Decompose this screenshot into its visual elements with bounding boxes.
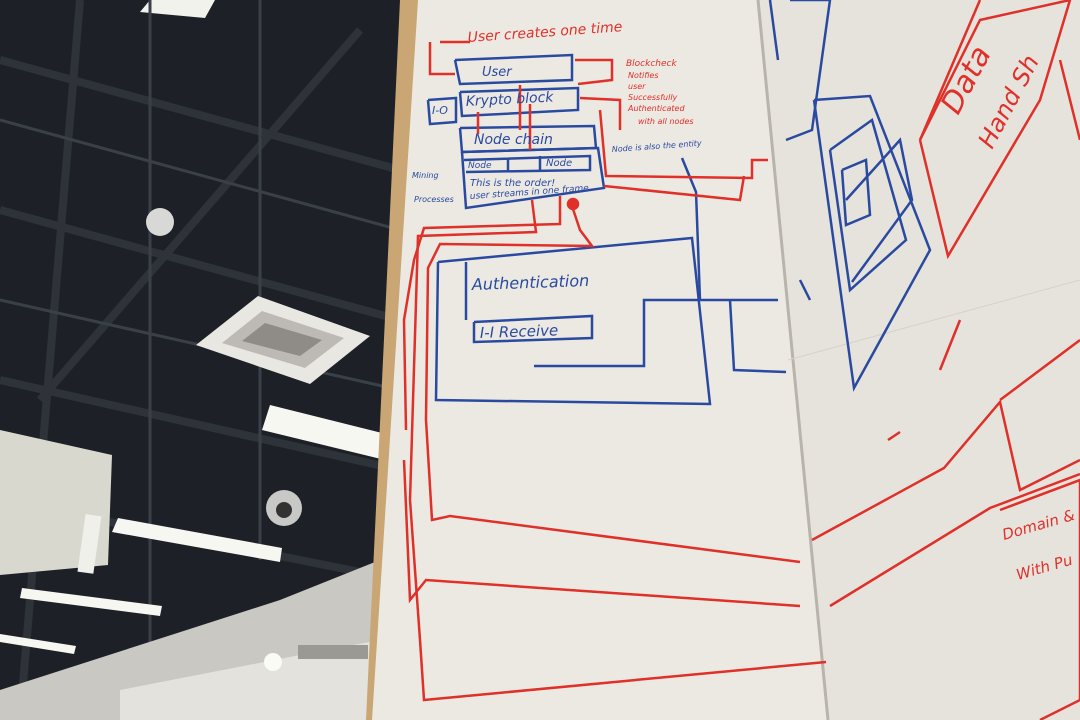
light-fixture-4 (0, 634, 76, 654)
air-vent (196, 296, 370, 384)
blockchain-note-3: user (628, 82, 646, 91)
krypto-box-label: Krypto block (465, 89, 554, 110)
node-b-label: Node (546, 158, 572, 169)
left-note-2: Processes (414, 195, 454, 204)
blockchain-note-5: Authenticated (627, 104, 685, 113)
ceiling-beams (0, 0, 402, 720)
blockchain-note-1: Blockcheck (626, 59, 677, 69)
blue-diagram (426, 0, 932, 406)
ceiling-light-top (140, 0, 215, 18)
blockchain-note-6: with all nodes (638, 117, 694, 126)
left-note-1: Mining (412, 171, 439, 180)
receive-label: I-I Receive (480, 321, 559, 342)
blockchain-note-2: Notifies (628, 71, 659, 80)
light-fixture-2 (112, 518, 282, 562)
right-whiteboard (758, 0, 1080, 720)
blockchain-note-4: Successfully (628, 93, 678, 102)
red-diagram (402, 0, 1080, 720)
user-box-label: User (482, 65, 513, 80)
light-fixture-3 (20, 588, 162, 616)
node-chain-label: Node chain (474, 132, 553, 148)
main-whiteboard (372, 0, 828, 720)
stream-line-1: This is the order! (470, 178, 555, 189)
authentication-label: Authentication (470, 271, 589, 294)
io-label: I-O (432, 104, 448, 117)
node-a-label: Node (468, 161, 492, 171)
light-fixture-1 (262, 405, 390, 460)
